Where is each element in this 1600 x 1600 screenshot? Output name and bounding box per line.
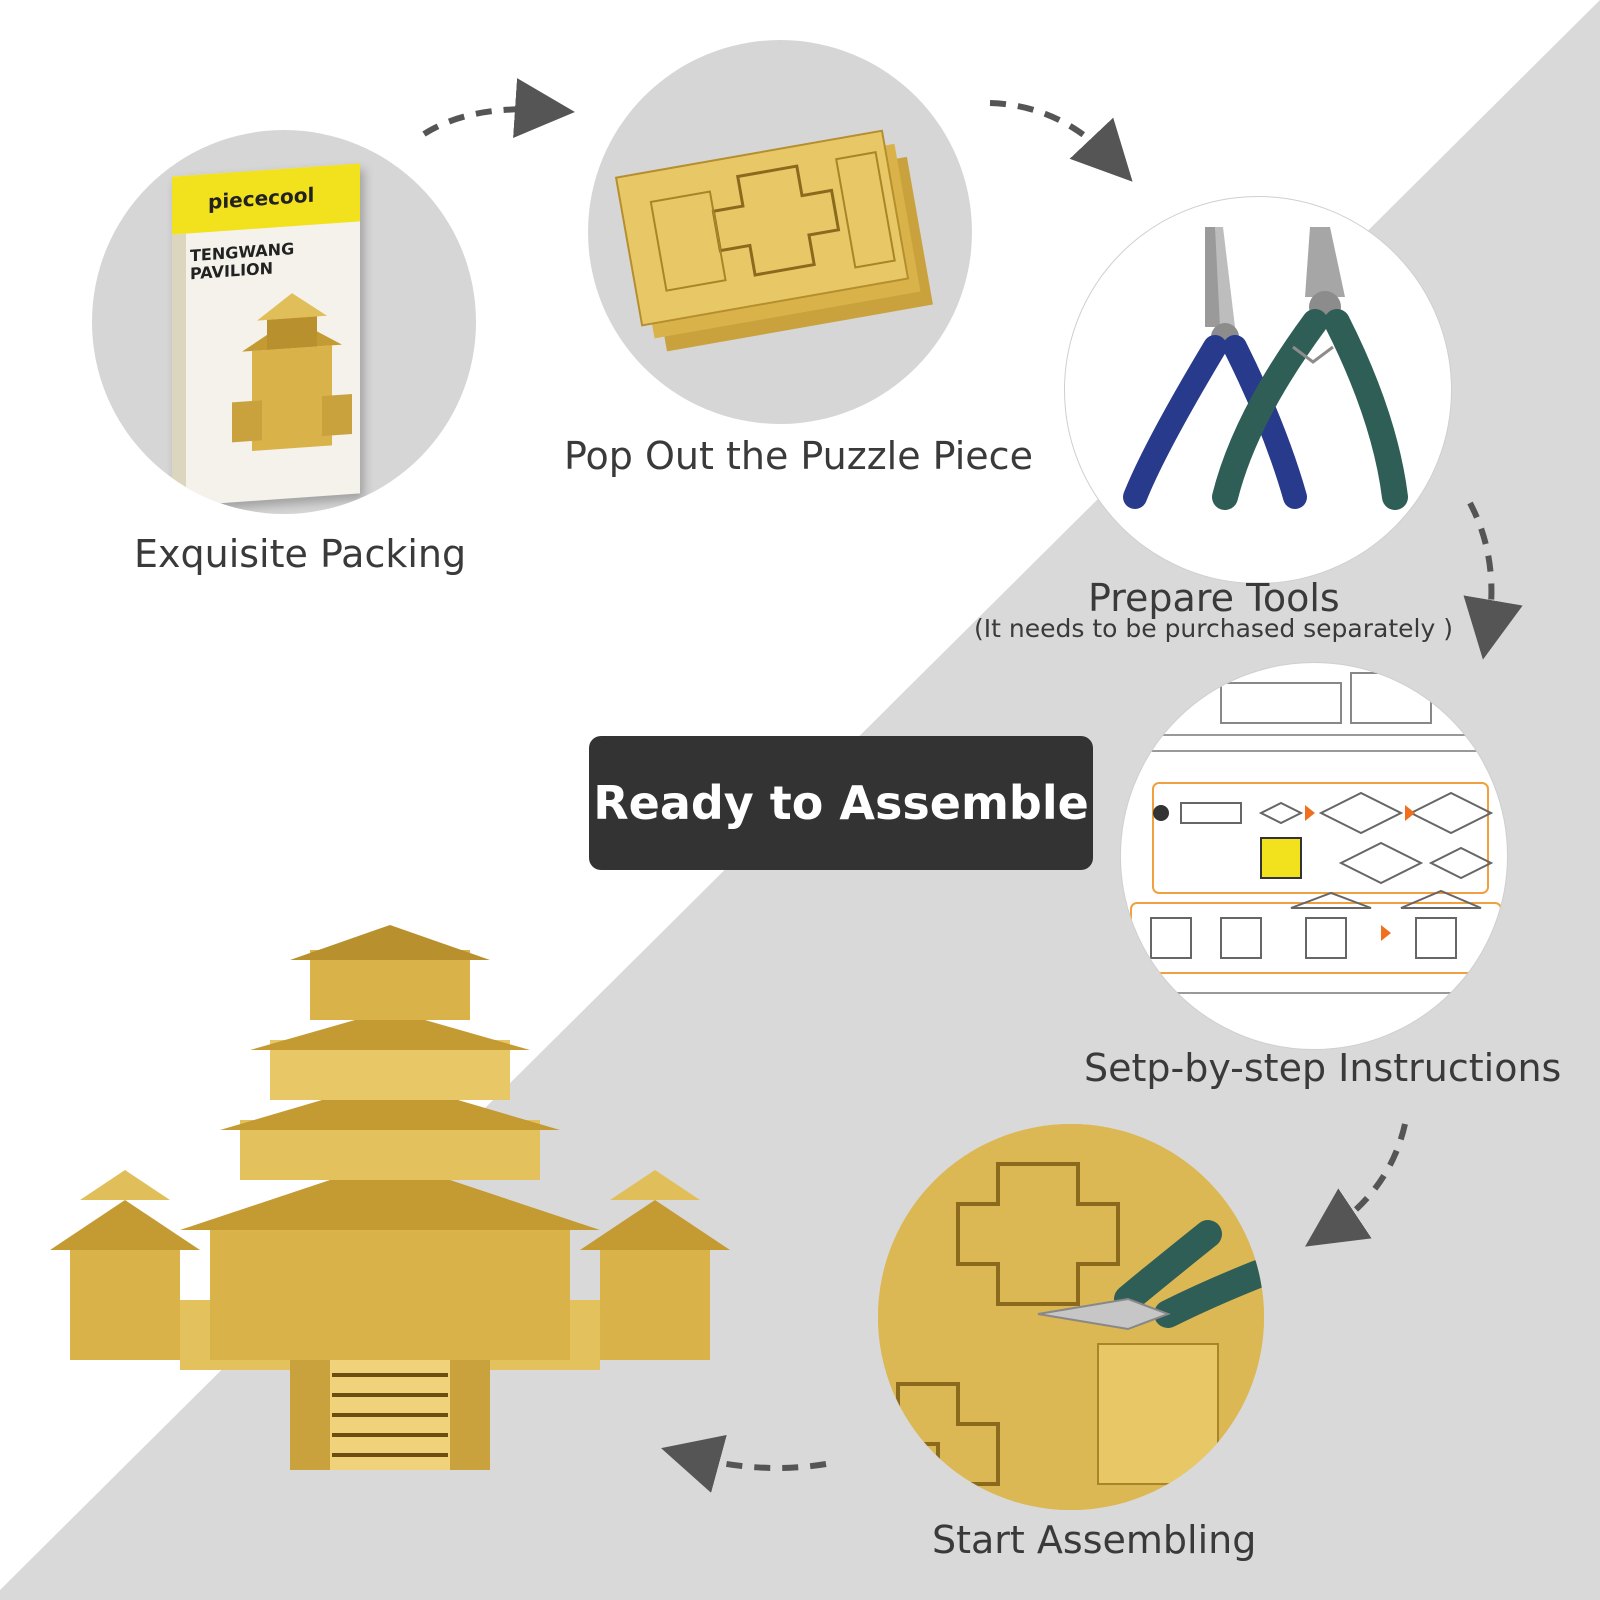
box-side (172, 233, 186, 507)
box-pavilion-image (232, 293, 352, 451)
tools-circle (1064, 196, 1452, 584)
product-box: piececool TENGWANG PAVILION (172, 163, 360, 507)
ready-to-assemble-banner: Ready to Assemble (589, 736, 1093, 870)
packing-circle: piececool TENGWANG PAVILION (92, 130, 476, 514)
step-label-packing: Exquisite Packing (134, 532, 467, 576)
step-label-instructions: Setp-by-step Instructions (1084, 1046, 1562, 1090)
instructions-circle (1120, 662, 1508, 1050)
metal-sheets-image (614, 129, 933, 352)
banner-text: Ready to Assemble (593, 776, 1089, 830)
assembling-circle (878, 1124, 1264, 1510)
pliers-image (1123, 227, 1408, 510)
box-title-text: TENGWANG PAVILION (190, 239, 295, 284)
instruction-sheet-image (1121, 672, 1507, 994)
step-note-tools: (It needs to be purchased separately ) (974, 614, 1453, 643)
puzzle-piece-circle (588, 40, 972, 424)
step-label-tools: Prepare Tools (1088, 576, 1340, 620)
step-label-puzzle-piece: Pop Out the Puzzle Piece (564, 434, 1033, 478)
finished-pavilion-image (50, 925, 730, 1470)
assembling-image (878, 1124, 1264, 1510)
step-label-assembling: Start Assembling (932, 1518, 1257, 1562)
